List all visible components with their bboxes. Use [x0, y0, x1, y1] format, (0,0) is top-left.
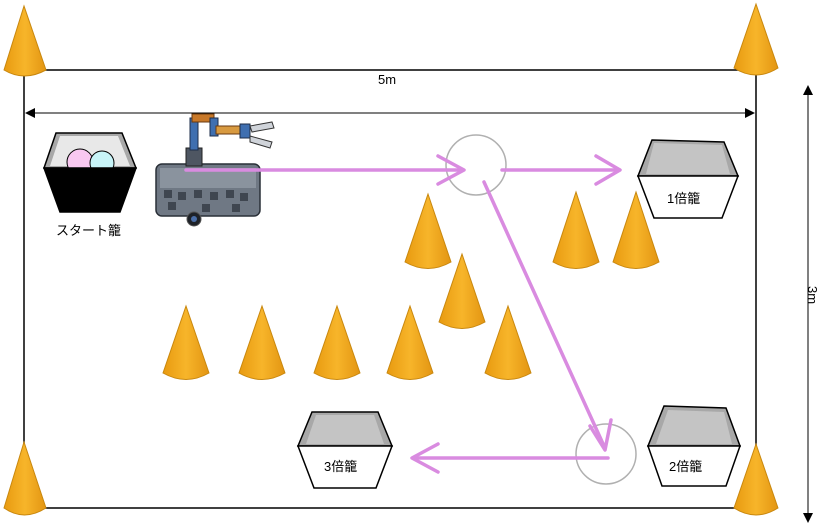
field-width-label: 5m [378, 72, 397, 87]
obstacle-cone [552, 190, 600, 269]
corner-cone-top-right [733, 2, 779, 76]
basket-3x-label: 3倍籠 [324, 459, 358, 474]
obstacle-cone [484, 304, 532, 380]
path-arrow-start-to-waypoint [184, 154, 466, 186]
field-height-label: 3m [805, 286, 820, 305]
path-arrow-to-basket-3x [410, 442, 610, 474]
path-arrow-to-lower-waypoint [482, 180, 613, 452]
obstacle-cone [313, 304, 361, 380]
obstacle-cones [162, 190, 660, 380]
field-boundary [23, 69, 757, 509]
path-arrows [184, 154, 622, 474]
obstacle-cone [238, 304, 286, 380]
corner-cone-bottom-right [733, 442, 779, 516]
obstacle-cone [404, 192, 452, 269]
obstacle-cone [612, 190, 660, 269]
waypoint-circle-upper [445, 134, 507, 196]
corner-cone-top-left [3, 4, 47, 77]
robot-image [155, 113, 275, 227]
obstacle-cone [386, 304, 434, 380]
obstacle-cone [438, 252, 486, 329]
waypoint-circle-lower [575, 423, 637, 485]
basket-1x-label: 1倍籠 [667, 191, 701, 206]
basket-2x-label: 2倍籠 [669, 459, 703, 474]
start-basket-label: スタート籠 [56, 223, 122, 238]
corner-cone-bottom-left [3, 440, 47, 516]
start-basket [42, 132, 138, 213]
obstacle-cone [162, 304, 210, 380]
basket-2x [646, 405, 742, 487]
basket-1x [636, 139, 740, 219]
basket-3x [296, 411, 394, 489]
path-arrow-to-basket-1x [500, 154, 622, 186]
